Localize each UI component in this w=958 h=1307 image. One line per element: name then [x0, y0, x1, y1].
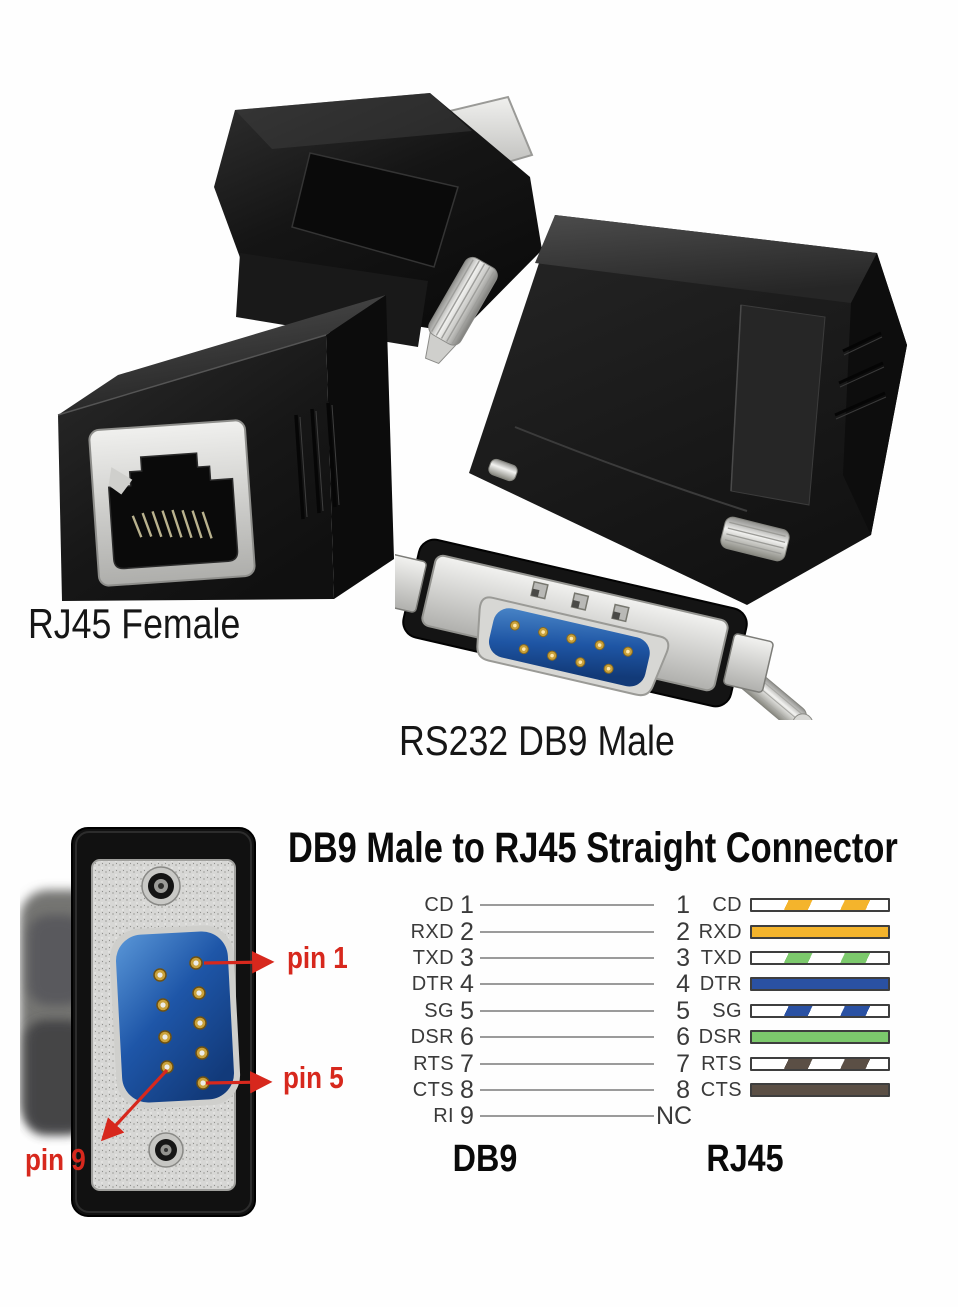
pinmap-row: RXD 2 2 RXD — [390, 917, 890, 946]
pin1-label: pin 1 — [287, 940, 348, 975]
pin9-arrow — [100, 1068, 169, 1142]
db9-column-label: DB9 — [452, 1138, 518, 1180]
thumbscrew — [424, 256, 498, 365]
rj45-pin-number: 5 — [676, 996, 690, 1025]
rj45-pin-number: NC — [656, 1102, 693, 1131]
blue-insert — [109, 925, 241, 1109]
pinmap-row: SG 5 5 SG — [390, 998, 890, 1024]
top-screw — [141, 866, 181, 906]
db9-signal: TXD — [412, 946, 454, 969]
pinmap-row: TXD 3 3 TXD — [390, 945, 890, 971]
rj45-pin-number: 4 — [676, 970, 690, 999]
rj45-signal: SG — [712, 999, 742, 1022]
rj45-pin-number: 1 — [676, 891, 690, 920]
db9-pin-number: 4 — [460, 970, 474, 999]
rj45-female-port — [88, 419, 256, 587]
connection-line — [480, 1036, 654, 1039]
db9-pin-number: 9 — [460, 1102, 474, 1131]
wire-color-bar — [750, 1056, 890, 1071]
rj45-signal: CD — [712, 894, 742, 917]
wire-color-bar — [750, 898, 890, 913]
rj45-pin-number: 2 — [676, 917, 690, 946]
pinmap-row: DTR 4 4 DTR — [390, 971, 890, 997]
connection-line — [480, 904, 654, 907]
db9-signal: DTR — [411, 973, 454, 996]
pinmap: CD 1 1 CD RXD 2 2 RXD TXD 3 3 — [390, 892, 890, 1130]
rj45-signal: RTS — [701, 1052, 742, 1075]
callout-arrows — [100, 951, 275, 1142]
db9-signal: RI — [433, 1105, 454, 1128]
connection-line — [480, 1009, 654, 1012]
db9-male-connector — [395, 538, 814, 720]
db9-signal: CD — [424, 894, 454, 917]
right-adapter-caption: RS232 DB9 Male — [399, 717, 675, 764]
rj45-column-label: RJ45 — [706, 1138, 784, 1180]
diagram-title: DB9 Male to RJ45 Straight Connector — [288, 824, 898, 872]
vent-grooves — [294, 402, 340, 520]
db9-pin-number: 8 — [460, 1075, 474, 1104]
connection-line — [480, 930, 654, 933]
pin9-label: pin 9 — [25, 1142, 86, 1177]
left-standoff — [395, 553, 427, 613]
db9-pin-number: 7 — [460, 1049, 474, 1078]
rj45-pin-number: 6 — [676, 1023, 690, 1052]
db9-signal: SG — [424, 999, 454, 1022]
connection-line — [480, 1062, 654, 1065]
rj45-signal: TXD — [700, 946, 742, 969]
db9-pins — [153, 956, 210, 1090]
pinmap-row: CD 1 1 CD — [390, 892, 890, 918]
rj45-signal: DSR — [698, 1026, 742, 1049]
db9-pin-number: 2 — [460, 917, 474, 946]
rj45-clip — [108, 467, 133, 495]
left-adapter-caption: RJ45 Female — [28, 600, 241, 647]
rj45-contacts — [131, 509, 213, 539]
connection-line — [480, 1115, 654, 1118]
wire-color-bar — [750, 977, 890, 992]
db9-signal: RXD — [410, 920, 454, 943]
adapter-body — [469, 215, 907, 605]
pin1-arrow — [203, 951, 275, 974]
pinmap-row: RTS 7 7 RTS — [390, 1049, 890, 1078]
db9-pin-number: 3 — [460, 943, 474, 972]
pinmap-row: RI 9 NC — [390, 1103, 890, 1129]
rj45-signal: RXD — [698, 920, 742, 943]
rj45-signal: CTS — [700, 1078, 742, 1101]
wire-color-bar — [750, 1003, 890, 1018]
db9-pin-number: 1 — [460, 891, 474, 920]
bottom-screw — [148, 1132, 184, 1168]
db9-signal: RTS — [413, 1052, 454, 1075]
side-screw-tip — [488, 458, 518, 482]
connection-line — [480, 1088, 654, 1091]
rj45-signal: DTR — [699, 973, 742, 996]
wire-color-bar — [750, 950, 890, 965]
pin5-arrow — [205, 1071, 273, 1094]
right-standoff — [723, 633, 774, 693]
wire-color-bar — [750, 924, 890, 939]
rj45-pin-number: 8 — [676, 1075, 690, 1104]
thumbscrew — [720, 516, 790, 562]
db9-pin-number: 5 — [460, 996, 474, 1025]
db9-pins — [509, 620, 633, 674]
db9-pin-number: 6 — [460, 1023, 474, 1052]
db9-pinout-photo — [20, 827, 275, 1217]
db9-signal: CTS — [412, 1078, 454, 1101]
pinmap-row: DSR 6 6 DSR — [390, 1024, 890, 1050]
rj45-pin-number: 3 — [676, 943, 690, 972]
wire-color-bar — [750, 1082, 890, 1097]
wire-color-bar — [750, 1030, 890, 1045]
connection-line — [480, 983, 654, 986]
shell-holes — [530, 580, 630, 623]
pinmap-row: CTS 8 8 CTS — [390, 1077, 890, 1103]
right-adapter-photo — [395, 215, 907, 720]
db9-signal: DSR — [410, 1026, 454, 1049]
left-adapter-photo — [57, 93, 542, 601]
connection-line — [480, 956, 654, 959]
vent-grooves — [834, 331, 887, 420]
pin5-label: pin 5 — [283, 1060, 344, 1095]
rj45-pin-number: 7 — [676, 1049, 690, 1078]
